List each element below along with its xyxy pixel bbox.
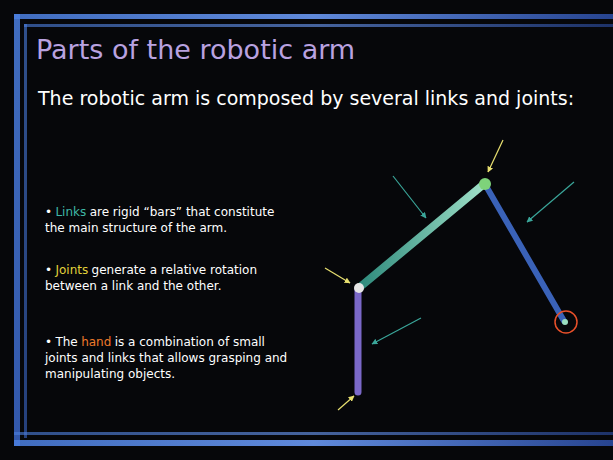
- bullet-item: •Linksare rigid “bars” that constitute t…: [45, 204, 290, 236]
- joint-pointer: [488, 140, 503, 172]
- definition: The: [55, 335, 77, 349]
- shoulder-joint: [354, 283, 364, 293]
- upper-link: [360, 184, 484, 287]
- bullet-mark: •: [45, 205, 52, 219]
- base-link: [355, 290, 362, 392]
- elbow-joint: [479, 178, 491, 190]
- left-border-inner: [24, 24, 27, 438]
- bullet-item: •Thehandis a combination of small joints…: [45, 334, 290, 383]
- joint-pointer: [325, 268, 350, 283]
- term-joints: Joints: [55, 263, 88, 277]
- link-pointer: [393, 176, 426, 218]
- top-border: [14, 14, 613, 19]
- bottom-border-inner: [14, 432, 613, 435]
- link-pointer: [527, 182, 574, 222]
- joint-pointer: [338, 396, 354, 410]
- bullet-item: •Jointsgenerate a relative rotation betw…: [45, 262, 290, 294]
- slide-title: Parts of the robotic arm: [36, 34, 355, 65]
- hand: [562, 319, 568, 325]
- bullet-mark: •: [45, 263, 52, 277]
- hand-highlight: [555, 311, 577, 333]
- top-border-inner: [24, 24, 613, 27]
- fore-link: [486, 186, 564, 321]
- term-hand: hand: [81, 335, 111, 349]
- link-pointer: [372, 318, 421, 344]
- left-border: [14, 14, 20, 446]
- term-links: Links: [55, 205, 86, 219]
- subtitle: The robotic arm is composed by several l…: [38, 86, 583, 111]
- bullet-mark: •: [45, 335, 52, 349]
- bottom-border: [14, 440, 613, 446]
